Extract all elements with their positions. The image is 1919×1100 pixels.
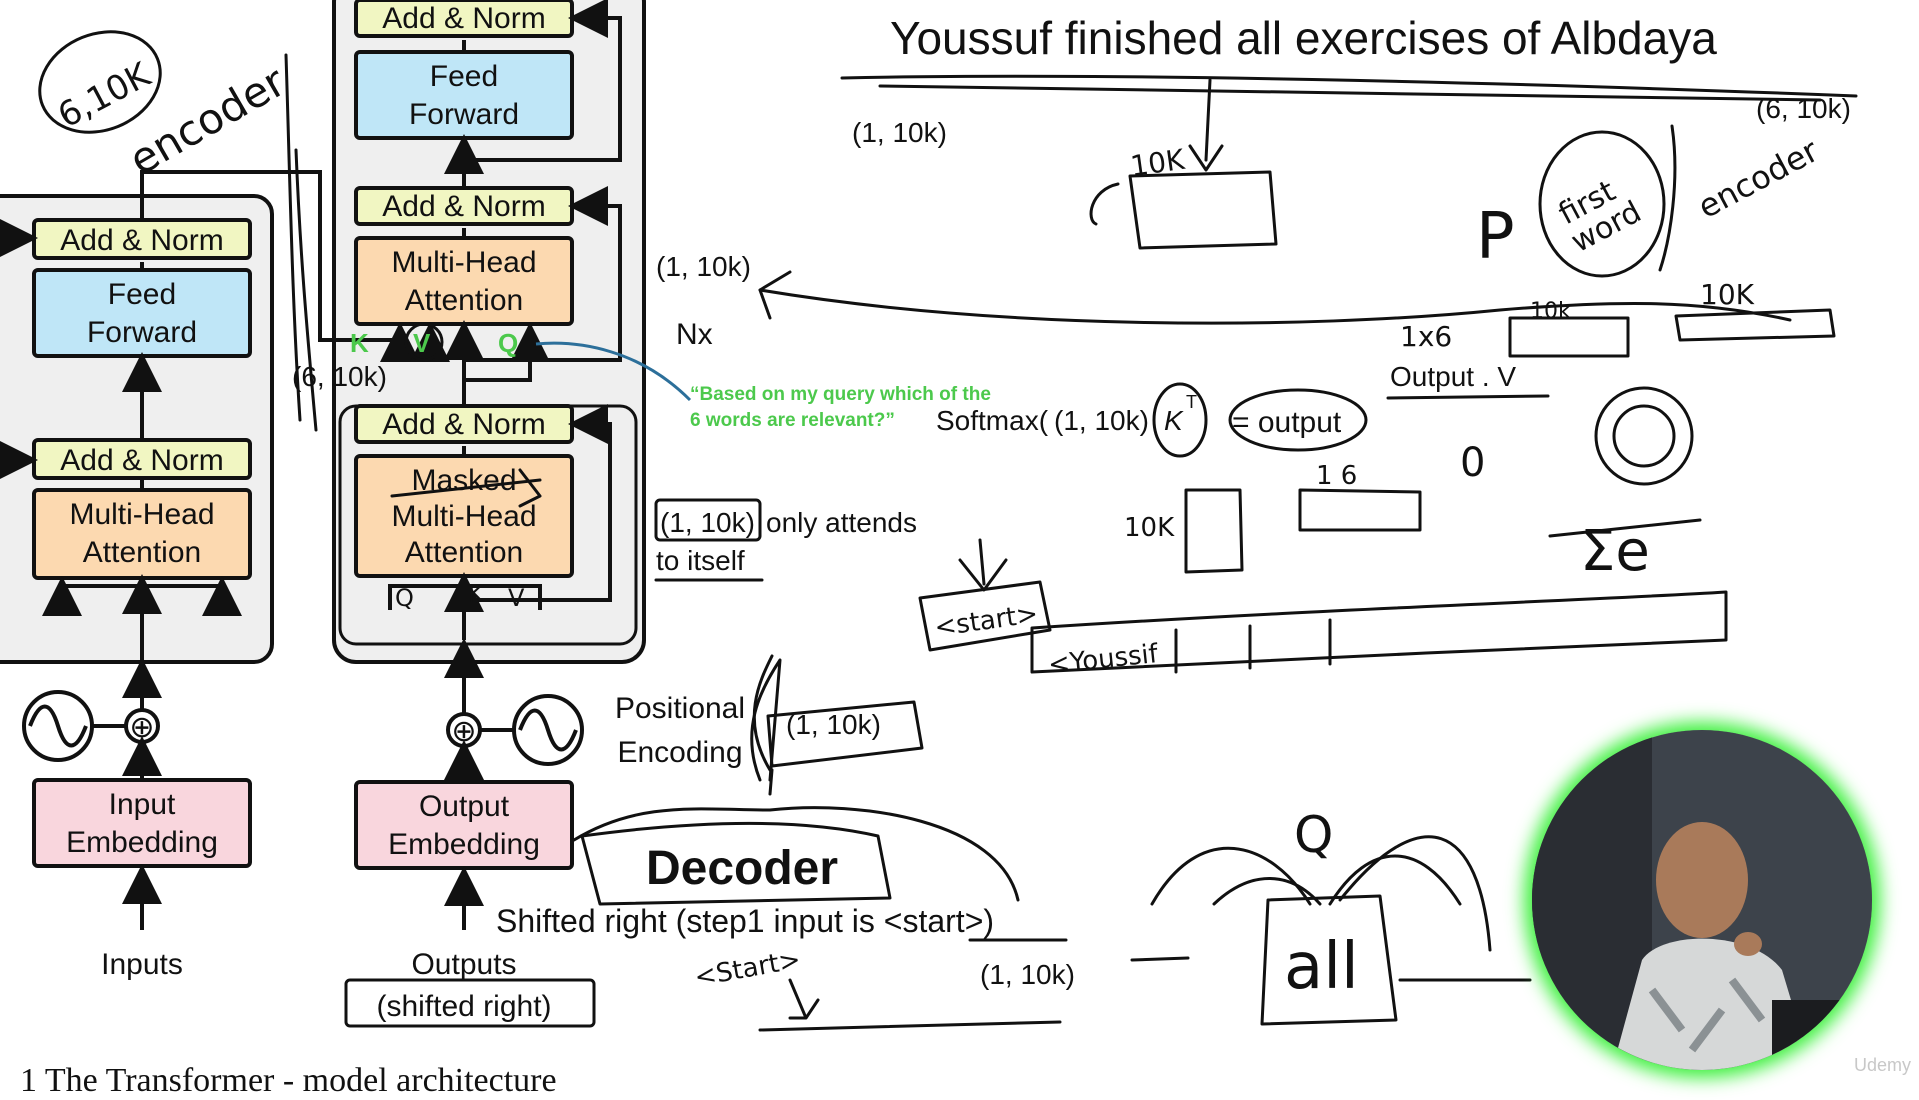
- all-word: all: [1284, 930, 1359, 1004]
- output-embedding-label-2: Embedding: [388, 828, 540, 861]
- encoder-add-norm-top-label: Add & Norm: [60, 224, 223, 257]
- encoder-mha-label-1: Multi-Head: [69, 498, 214, 531]
- nx-label: Nx: [676, 318, 713, 351]
- q-label: Q: [498, 328, 518, 358]
- attends-note: (1, 10k) only attends to itself: [654, 498, 917, 582]
- decoder-add-norm-top-label: Add & Norm: [382, 2, 545, 35]
- figure-caption: 1 The Transformer - model architecture: [20, 1062, 557, 1099]
- decoder-add-norm-low-label: Add & Norm: [382, 408, 545, 441]
- positional-label-2: Encoding: [617, 736, 742, 769]
- query-note-2: 6 words are relevant?”: [690, 410, 895, 431]
- decoder-input-path: ⊕ Output Embedding Outputs (shifted righ…: [344, 638, 596, 1028]
- attends-text-2: to itself: [656, 545, 745, 576]
- masked-q-input: Q: [395, 584, 414, 612]
- kt-sup: T: [1186, 392, 1197, 412]
- encoder-hand-right: encoder: [1692, 131, 1826, 226]
- shape-1-10k-top: (1, 10k): [852, 117, 947, 148]
- attends-shape: (1, 10k): [660, 507, 755, 538]
- webcam-overlay: [1532, 730, 1872, 1070]
- decoder-title: Decoder: [646, 842, 838, 895]
- start-token: <start>: [933, 599, 1040, 643]
- eq-output: = output: [1232, 406, 1342, 439]
- output-embedding-label-1: Output: [419, 790, 510, 823]
- positional-label-1: Positional: [615, 692, 745, 725]
- softmax-formula: Softmax( (1, 10k) K T = output Output . …: [936, 361, 1550, 458]
- all-sketch: all Q: [1130, 806, 1532, 1026]
- decoder-stack: Add & Norm Feed Forward Add & Norm Multi…: [300, 0, 646, 664]
- encoder-pos-add-icon: ⊕: [129, 711, 154, 744]
- youssif-token: <Youssif: [1047, 639, 1160, 680]
- encoder-add-norm-bottom-label: Add & Norm: [60, 444, 223, 477]
- shape-6-10k-top: (6, 10k): [1756, 93, 1851, 124]
- input-embedding-label-1: Input: [109, 788, 176, 821]
- kt-label: K: [1164, 405, 1184, 436]
- masked-v-input: V: [508, 584, 525, 612]
- encoder-stack: Add & Norm Feed Forward Add & Norm Multi…: [0, 170, 300, 664]
- matrix-sketch: 10K 1 6 0 Σe: [1124, 386, 1702, 584]
- encoder-input-path: ⊕ Input Embedding Inputs: [22, 658, 252, 981]
- softmax-label: Softmax(: [936, 405, 1049, 436]
- encoder-feed-forward-label-2: Forward: [87, 316, 197, 349]
- attends-text-1: only attends: [766, 507, 917, 538]
- output-v: Output . V: [1390, 361, 1516, 392]
- decoder-masked-label-2: Multi-Head: [391, 500, 536, 533]
- headline: Youssuf finished all exercises of Albday…: [890, 12, 1717, 64]
- bottom-shape: (1, 10k): [980, 959, 1075, 990]
- udemy-watermark: Udemy: [1853, 1055, 1911, 1075]
- decoder-title-box: Decoder: [572, 806, 1020, 906]
- inputs-label: Inputs: [101, 948, 183, 981]
- q-hand: Q: [1294, 806, 1333, 864]
- tenk-a: 10k: [1530, 299, 1571, 324]
- input-embedding-label-2: Embedding: [66, 826, 218, 859]
- encoder-mha-label-2: Attention: [83, 536, 201, 569]
- start-small: <Start>: [692, 945, 803, 993]
- decoder-mha-label-1: Multi-Head: [391, 246, 536, 279]
- softmax-shape: (1, 10k): [1054, 405, 1149, 436]
- kvq-labels: K V Q: [350, 322, 692, 402]
- zero-hand: 0: [1460, 440, 1485, 486]
- top-sketch: 10K: [1089, 78, 1278, 250]
- outputs-label-1: Outputs: [411, 948, 516, 981]
- shifted-note: Shifted right (step1 input is <start>): [496, 903, 994, 939]
- dims-sketch: 1x6 10k 10K: [1400, 278, 1836, 358]
- prob-annotation: P first word encoder: [1476, 124, 1826, 278]
- v-label: V: [413, 328, 431, 358]
- encoder-size-badge: 6,10K: [52, 54, 159, 136]
- one-six: 1 6: [1316, 461, 1357, 491]
- masked-inputs: Q K V: [390, 468, 542, 612]
- query-note-1: “Based on my query which of the: [690, 384, 991, 405]
- decoder-feed-forward-label-2: Forward: [409, 98, 519, 131]
- encoder-feed-forward-label-1: Feed: [108, 278, 176, 311]
- pos-enc-shape: (1, 10k): [750, 654, 924, 796]
- decoder-pos-add-icon: ⊕: [451, 715, 476, 748]
- decoder-feed-forward-label-1: Feed: [430, 60, 498, 93]
- outputs-label-2: (shifted right): [376, 990, 551, 1023]
- webcam-figure: [1532, 730, 1872, 1070]
- p-letter: P: [1476, 200, 1515, 274]
- decoder-mha-label-2: Attention: [405, 284, 523, 317]
- shape-1-10k-mid: (1, 10k): [656, 251, 751, 282]
- one-by-six: 1x6: [1400, 320, 1452, 353]
- decoder-masked-label-3: Attention: [405, 536, 523, 569]
- tenk-b: 10K: [1700, 278, 1755, 311]
- decoder-add-norm-mid-label: Add & Norm: [382, 190, 545, 223]
- tenk-side: 10K: [1124, 513, 1175, 543]
- k-label: K: [350, 328, 369, 358]
- shape-6-10k-left: (6, 10k): [292, 361, 387, 392]
- pos-enc-shape-text: (1, 10k): [786, 709, 881, 740]
- masked-k-input: K: [468, 580, 485, 608]
- tenk-box-label: 10K: [1128, 143, 1187, 183]
